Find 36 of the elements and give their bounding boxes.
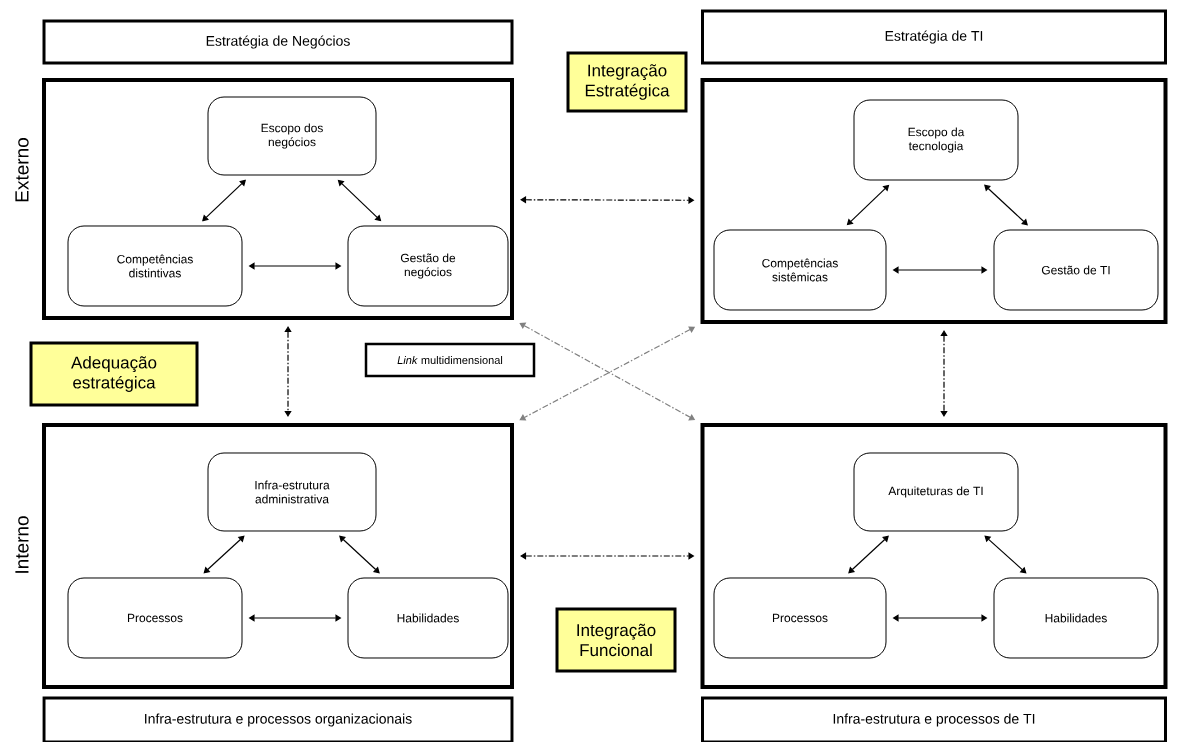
rounded-box: Habilidades: [993, 577, 1159, 659]
arrow: [984, 184, 1028, 226]
arrow: [284, 326, 292, 417]
quadrant-box: [42, 78, 514, 320]
highlight-box: Integração Funcional: [555, 607, 677, 673]
highlight-box: Integração Estratégica: [566, 51, 688, 113]
rounded-box: Gestão de negócios: [347, 225, 509, 307]
rounded-box: Gestão de TI: [993, 229, 1159, 311]
arrow: [202, 179, 246, 222]
highlight-box: Adequação estratégica: [29, 341, 199, 407]
arrow: [846, 184, 890, 226]
row-label: Externo: [15, 138, 29, 202]
quadrant-box: [700, 78, 1168, 324]
arrow: [337, 179, 382, 222]
row-label: Interno: [15, 516, 29, 573]
rounded-box: Competências distintivas: [67, 225, 243, 307]
header-box: Estratégia de TI: [701, 9, 1167, 65]
rounded-box: Escopo da tecnologia: [853, 99, 1019, 181]
arrow: [339, 535, 380, 574]
header-box: Infra-estrutura e processos organizacionais: [42, 696, 514, 742]
rounded-box: Infra-estrutura administrativa: [207, 452, 377, 532]
link-box: Link multidimensional: [364, 342, 536, 378]
rounded-box: Processos: [713, 577, 887, 659]
rounded-box: Arquiteturas de TI: [853, 452, 1019, 532]
arrow: [203, 535, 245, 574]
rounded-box: Habilidades: [347, 577, 509, 659]
header-box: Infra-estrutura e processos de TI: [701, 696, 1167, 742]
arrow: [940, 330, 948, 417]
arrow: [848, 535, 889, 574]
rounded-box: Processos: [67, 577, 243, 659]
rounded-box: Escopo dos negócios: [207, 96, 377, 176]
quadrant-box: [700, 423, 1168, 689]
header-box: Estratégia de Negócios: [42, 19, 514, 65]
rounded-box: Competências sistêmicas: [713, 229, 887, 311]
arrow: [984, 535, 1027, 574]
quadrant-box: [42, 423, 514, 689]
